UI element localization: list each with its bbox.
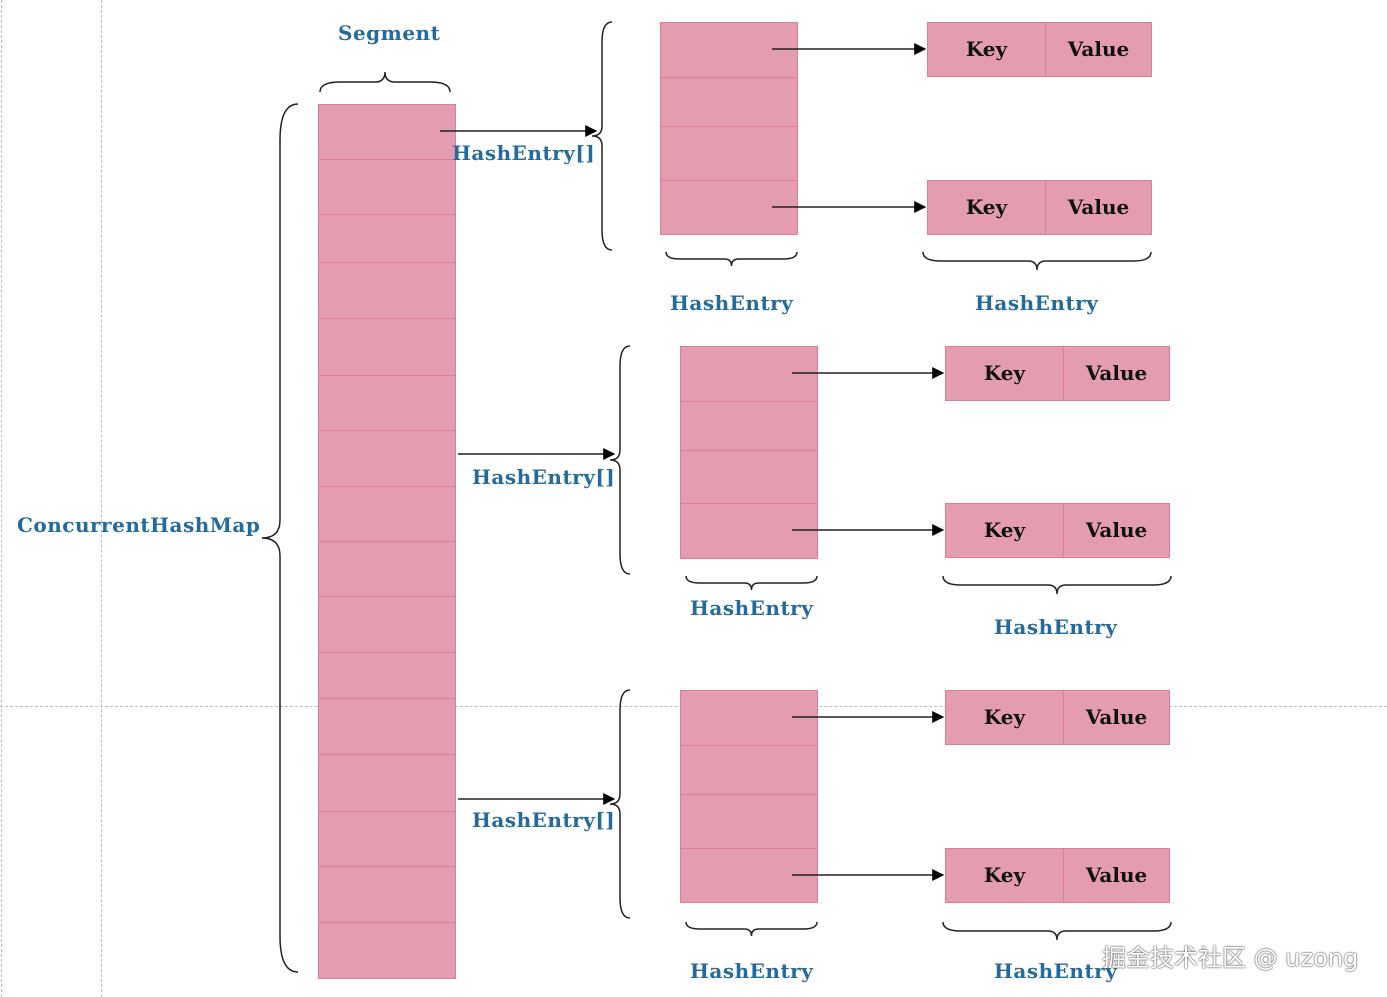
value-cell: Value: [1063, 503, 1170, 558]
key-cell: Key: [945, 503, 1064, 558]
hashentry-array-cell: [680, 346, 818, 402]
hashentry-array-brace: [609, 689, 631, 919]
hashentry-brace: [685, 575, 818, 591]
hashentry-label: HashEntry: [994, 959, 1118, 983]
concurrenthashmap-brace: [261, 103, 299, 973]
segment-cell: [318, 104, 456, 160]
hashentry-label: HashEntry: [690, 596, 814, 620]
hashentry-label: HashEntry: [994, 615, 1118, 639]
segment-cell: [318, 375, 456, 431]
hashentry-array-cell: [680, 450, 818, 504]
value-cell: Value: [1063, 346, 1170, 401]
segment-cell: [318, 318, 456, 376]
hashentry-array-cell: [660, 22, 798, 78]
hashentry-brace: [685, 921, 818, 937]
key-cell: Key: [945, 690, 1064, 745]
key-cell: Key: [945, 346, 1064, 401]
hashentry-pair-brace: [942, 921, 1172, 941]
hashentry-array-brace: [609, 345, 631, 575]
hashentry-array-label: HashEntry[]: [472, 808, 616, 832]
hashentry-array-brace: [591, 21, 613, 251]
watermark: 掘金技术社区 @ uzong: [1102, 944, 1359, 972]
guide-line-vertical: [101, 0, 102, 997]
key-cell: Key: [927, 180, 1046, 235]
segment-cell: [318, 652, 456, 699]
segment-cell: [318, 430, 456, 487]
hashentry-array-cell: [680, 503, 818, 559]
value-cell: Value: [1045, 22, 1152, 77]
value-cell: Value: [1045, 180, 1152, 235]
hashentry-brace: [665, 251, 798, 267]
value-cell: Value: [1063, 690, 1170, 745]
segment-label: Segment: [338, 21, 441, 45]
segment-cell: [318, 596, 456, 653]
concurrenthashmap-label: ConcurrentHashMap: [17, 513, 261, 537]
hashentry-pair-brace: [942, 575, 1172, 595]
segment-cell: [318, 159, 456, 215]
segment-cell: [318, 866, 456, 923]
segment-cell: [318, 811, 456, 867]
hashentry-label: HashEntry: [690, 959, 814, 983]
value-cell: Value: [1063, 848, 1170, 903]
segment-cell: [318, 214, 456, 263]
segment-cell: [318, 922, 456, 979]
hashentry-array-cell: [680, 794, 818, 849]
hashentry-array-cell: [680, 690, 818, 746]
segment-cell: [318, 698, 456, 755]
segment-cell: [318, 541, 456, 597]
segment-cell: [318, 486, 456, 542]
hashentry-pair-brace: [922, 251, 1152, 271]
key-cell: Key: [945, 848, 1064, 903]
hashentry-array-label: HashEntry[]: [472, 465, 616, 489]
hashentry-label: HashEntry: [975, 291, 1099, 315]
segment-cell: [318, 754, 456, 812]
hashentry-array-label: HashEntry[]: [452, 141, 596, 165]
hashentry-label: HashEntry: [670, 291, 794, 315]
key-cell: Key: [927, 22, 1046, 77]
guide-line-vertical: [1, 0, 2, 997]
segment-cell: [318, 262, 456, 319]
segment-brace: [319, 71, 451, 93]
